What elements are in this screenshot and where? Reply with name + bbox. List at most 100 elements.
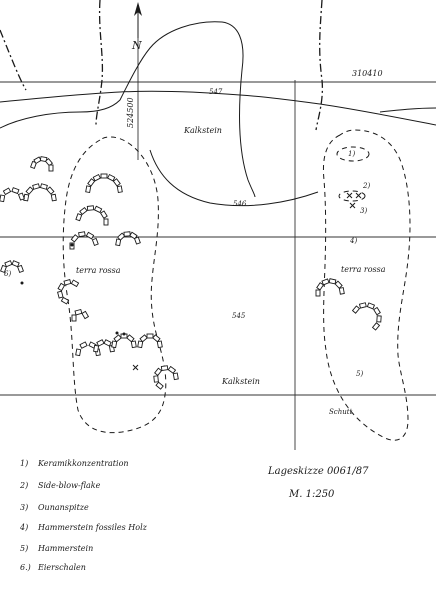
sketch-title: Lageskizze 0061/87 [267,466,369,477]
grid-easting-label: 524500 [126,97,135,128]
stone-mark [70,234,79,243]
area-label-kalkstein-bottom: Kalkstein [221,377,260,386]
stone-mark [371,322,381,331]
north-arrow-icon [134,2,142,38]
stone-features [0,156,382,390]
contour-label-547: 547 [209,88,223,96]
stone-mark [315,289,321,297]
stone-mark [328,278,337,285]
marker-3: 3) [360,207,367,215]
stone-mark [25,186,34,195]
stone-mark [167,365,177,374]
stone-mark [99,210,108,219]
stone-mark [48,164,54,172]
stone-mark [153,375,159,383]
side-blow-flake-outline [338,190,366,202]
stone-mark [75,348,82,357]
stone-mark [123,231,131,237]
sketch-scale: M. 1:250 [288,489,335,500]
legend-text: Keramikkonzentration [37,459,129,468]
legend-number: 3) [20,503,28,512]
stone-mark [133,236,141,245]
stone-mark [79,206,88,216]
stone-mark [366,302,376,310]
left-find-area-outline [62,136,167,434]
drainage-lines [0,0,324,131]
stone-mark [11,187,20,195]
stone-mark [57,290,64,299]
stone-mark [79,341,88,349]
stone-mark [85,185,92,194]
contour-label-546: 546 [233,200,247,208]
stone-mark [172,372,179,381]
legend-item-2: 2) Side-blow-flake [19,481,101,490]
stone-mark [96,339,105,347]
area-label-terra-rossa-right: terra rossa [341,265,386,274]
stone-mark [39,183,48,190]
stone-mark [129,231,138,240]
stone-mark [139,334,148,343]
stone-mark [4,260,13,268]
stone-mark [32,183,41,190]
stone-mark [2,187,12,196]
area-label-schutt: Schutt [329,408,353,416]
legend-item-6: 6.) Eierschalen [20,563,86,572]
stone-mark [60,296,70,305]
legend-text: Hammerstein fossiles Holz [37,523,148,532]
marker-5: 5) [356,370,363,378]
stone-mark [107,173,116,182]
stone-mark [156,340,163,349]
stone-mark [70,279,80,288]
stone-mark [116,232,126,241]
stone-mark [137,340,144,349]
stone-mark [130,340,137,349]
marker-1: 1) [348,150,355,158]
stone-mark [33,156,42,165]
stone-mark [92,173,101,182]
stone-mark [116,185,123,194]
stone-mark [85,231,95,240]
ceramic-concentration-outline [336,146,370,162]
stone-mark [39,156,48,163]
stone-mark [57,282,66,292]
stone-mark [152,334,161,343]
stone-mark [103,218,109,226]
grid-northing-label: 310410 [352,69,383,78]
stone-mark [338,287,345,295]
stone-mark [0,264,7,273]
stone-mark [86,205,95,211]
stone-mark [351,305,361,314]
stone-mark [91,237,99,246]
legend-text: Hammerstein [37,544,93,553]
stone-mark [46,186,55,195]
find-symbols [20,192,362,371]
stone-mark [71,314,77,322]
legend-text: Side-blow-flake [38,481,101,490]
stone-mark [93,205,103,214]
stone-mark [358,302,367,309]
area-label-terra-rossa-left: terra rossa [76,266,121,275]
legend-number: 1) [20,459,28,468]
legend-text: Eierschalen [37,563,86,572]
stone-mark [111,340,118,349]
stone-mark [373,306,381,316]
stone-mark [115,238,122,247]
contour-lines [0,21,436,207]
legend-item-5: 5) Hammerstein [20,544,93,553]
legend-item-3: 3) Ounanspitze [20,503,89,512]
stone-mark [0,194,6,203]
stone-mark [23,193,30,202]
marker-6: 6) [4,270,11,278]
stone-mark [376,315,382,323]
stone-mark [126,334,135,343]
stone-mark [50,193,57,202]
stone-mark [100,173,108,179]
stone-mark [78,231,86,238]
legend-number: 5) [20,544,28,553]
stone-mark [316,282,325,291]
legend-item-4: 4) Hammerstein fossiles Holz [19,523,148,532]
stone-mark [17,192,25,201]
stone-mark [155,381,164,390]
legend-number: 2) [19,481,28,490]
stone-mark [334,280,343,289]
